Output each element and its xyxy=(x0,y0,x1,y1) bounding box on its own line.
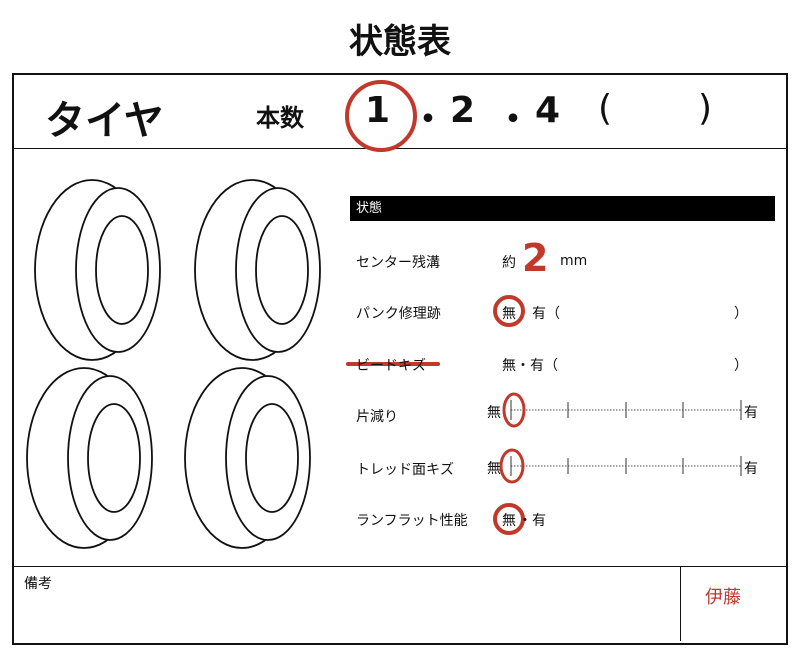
option-none[interactable]: 無 xyxy=(502,513,516,529)
runflat-label: ランフラット性能 xyxy=(356,513,468,529)
page-title: 状態表 xyxy=(349,22,451,62)
option-yes[interactable]: ・有 xyxy=(518,513,546,529)
center-groove-label: センター残溝 xyxy=(356,255,440,271)
bead-label: ビードキズ xyxy=(356,358,426,374)
scale-max: 有 xyxy=(744,405,758,421)
tire-icon xyxy=(34,179,161,361)
selection-circle xyxy=(493,295,525,327)
selection-circle xyxy=(502,392,526,428)
option-none[interactable]: 無 xyxy=(502,306,516,322)
selection-circle xyxy=(499,448,525,484)
divider xyxy=(12,566,786,567)
paren-close: ） xyxy=(734,306,748,322)
option-yes[interactable]: 有（ xyxy=(532,306,560,322)
signature: 伊藤 xyxy=(705,587,741,608)
scale-min: 無 xyxy=(487,405,501,421)
paren-close: ） xyxy=(734,358,748,374)
section-header: 状態 xyxy=(350,196,775,221)
form-frame xyxy=(12,73,788,645)
tire-icons xyxy=(26,179,321,549)
tread-label: トレッド面キズ xyxy=(356,462,454,478)
item-name: タイヤ xyxy=(45,98,164,144)
tire-icon xyxy=(26,367,153,549)
remarks-label: 備考 xyxy=(24,576,52,592)
scale-min: 無 xyxy=(487,461,501,477)
bead-options[interactable]: 無・有（ xyxy=(502,358,558,374)
divider xyxy=(680,566,681,641)
uneven-label: 片減り xyxy=(356,409,398,425)
count-option-4[interactable]: 4 xyxy=(535,90,561,131)
selection-circle xyxy=(345,80,417,152)
separator: ・ xyxy=(495,99,532,140)
paren-open: ( xyxy=(598,88,613,129)
puncture-label: パンク修理跡 xyxy=(356,306,441,322)
paren-close: ) xyxy=(698,88,713,129)
slider-uneven[interactable] xyxy=(502,392,742,428)
unit: mm xyxy=(560,253,588,269)
tire-icon xyxy=(194,179,321,361)
scale-max: 有 xyxy=(744,461,758,477)
tire-icon xyxy=(184,367,311,549)
groove-value[interactable]: 2 xyxy=(522,236,549,280)
count-option-2[interactable]: 2 xyxy=(450,90,476,131)
divider xyxy=(12,148,786,149)
selection-circle xyxy=(493,503,525,535)
prefix: 約 xyxy=(502,255,516,271)
slider-tread[interactable] xyxy=(499,448,742,484)
count-label: 本数 xyxy=(256,104,304,132)
count-option-1[interactable]: 1 xyxy=(365,90,391,131)
